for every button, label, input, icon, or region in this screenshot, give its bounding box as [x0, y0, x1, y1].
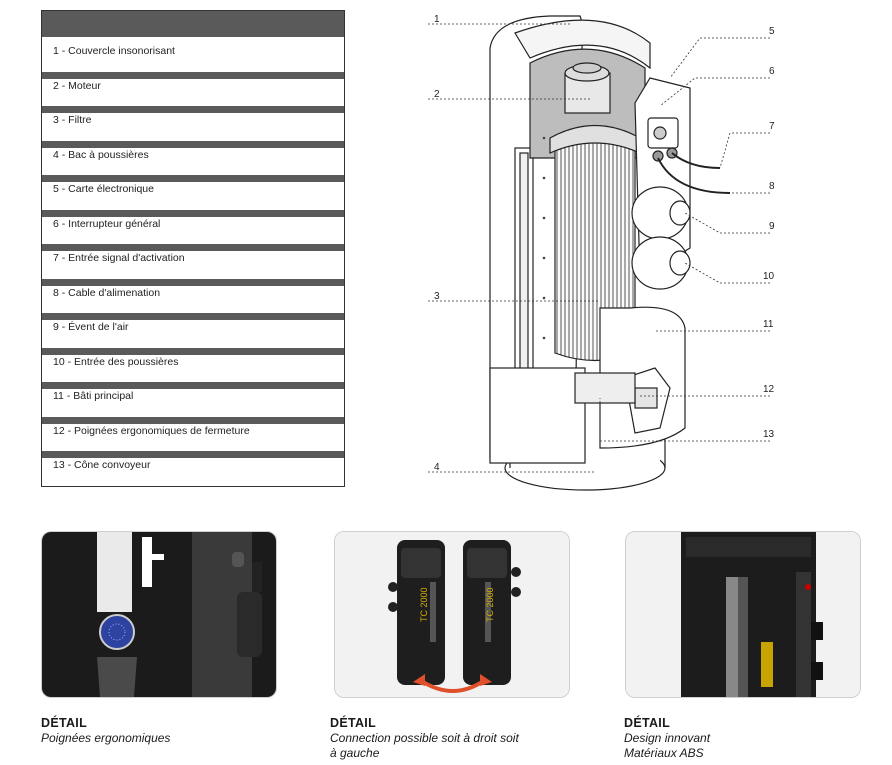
- legend-row: 11 - Bâti principal: [42, 382, 344, 417]
- legend-row: 1 - Couvercle insonorisant: [42, 37, 344, 72]
- callout-12: 12: [763, 384, 775, 395]
- legend-item: 10 - Entrée des poussières: [53, 355, 179, 368]
- caption-title: DÉTAIL: [330, 716, 377, 730]
- legend-item: 3 - Filtre: [53, 114, 92, 126]
- callout-8: 8: [769, 181, 775, 192]
- caption-design: DÉTAIL Design innovant Matériaux ABS: [624, 716, 710, 761]
- caption-subtitle: Poignées ergonomiques: [41, 731, 171, 745]
- callout-4: 4: [434, 462, 440, 473]
- callout-10: 10: [763, 271, 775, 282]
- callout-2: 2: [434, 89, 440, 100]
- swap-arrow-icon: [418, 678, 487, 693]
- legend-row: 3 - Filtre: [42, 106, 344, 141]
- legend-item: 11 - Bâti principal: [53, 390, 134, 402]
- detail-photo-design: [625, 531, 861, 698]
- legend-item: 2 - Moteur: [53, 79, 101, 92]
- top-cover: [514, 19, 651, 70]
- caption-subtitle: Connection possible soit à droit soit: [330, 731, 519, 745]
- product-label-right: TC 2000: [485, 587, 495, 622]
- caption-title: DÉTAIL: [41, 716, 88, 730]
- legend-row: 8 - Cable d'alimenation: [42, 278, 344, 314]
- caption-subtitle-line2: à gauche: [330, 746, 380, 760]
- caption-title: DÉTAIL: [624, 716, 671, 730]
- legend-table: 1 - Couvercle insonorisant 2 - Moteur 3 …: [41, 10, 345, 487]
- legend-header-bar: [42, 11, 344, 37]
- legend-item: 7 - Entrée signal d'activation: [53, 252, 185, 264]
- legend-item: 6 - Interrupteur général: [53, 217, 161, 230]
- legend-row: 12 - Poignées ergonomiques de fermeture: [42, 416, 344, 452]
- callout-6: 6: [769, 66, 775, 77]
- product-label-left: TC 2000: [419, 587, 429, 622]
- legend-item: 8 - Cable d'alimenation: [53, 286, 161, 299]
- legend-row: 4 - Bac à poussières: [42, 140, 344, 176]
- legend-item: 1 - Couvercle insonorisant: [53, 45, 175, 57]
- legend-row: 7 - Entrée signal d'activation: [42, 244, 344, 279]
- legend-row: 13 - Cône convoyeur: [42, 451, 344, 486]
- callout-13: 13: [763, 429, 775, 440]
- caption-subtitle: Design innovant: [624, 731, 711, 745]
- callout-3: 3: [434, 291, 440, 302]
- callout-11: 11: [763, 319, 774, 330]
- legend-item: 9 - Évent de l'air: [53, 321, 129, 333]
- legend-row: 2 - Moteur: [42, 71, 344, 107]
- legend-item: 13 - Cône convoyeur: [53, 459, 151, 471]
- legend-item: 12 - Poignées ergonomiques de fermeture: [53, 424, 250, 437]
- legend-item: 4 - Bac à poussières: [53, 148, 149, 161]
- conveyor-cone: [574, 372, 636, 404]
- legend-row: 10 - Entrée des poussières: [42, 347, 344, 383]
- callout-5: 5: [769, 26, 775, 37]
- caption-handles: DÉTAIL Poignées ergonomiques: [41, 716, 170, 746]
- detail-photo-handles: [41, 531, 277, 698]
- vacuum-unit-diagram: 1 2 3 4 5 6 7 8 9 10 11 12 13: [420, 8, 890, 500]
- callout-7: 7: [769, 121, 775, 132]
- detail-photo-connection: TC 2000 TC 2000: [334, 531, 570, 698]
- caption-connection: DÉTAIL Connection possible soit à droit …: [330, 716, 519, 761]
- legend-row: 9 - Évent de l'air: [42, 313, 344, 348]
- legend-row: 5 - Carte électronique: [42, 175, 344, 210]
- legend-row: 6 - Interrupteur général: [42, 209, 344, 245]
- callout-9: 9: [769, 221, 775, 232]
- vacuum-unit-drawing: 1 2 3 4 5 6 7 8 9 10 11 12 13: [428, 14, 775, 491]
- legend-item: 5 - Carte électronique: [53, 183, 154, 195]
- callout-1: 1: [434, 14, 440, 25]
- caption-subtitle-line2: Matériaux ABS: [624, 746, 704, 760]
